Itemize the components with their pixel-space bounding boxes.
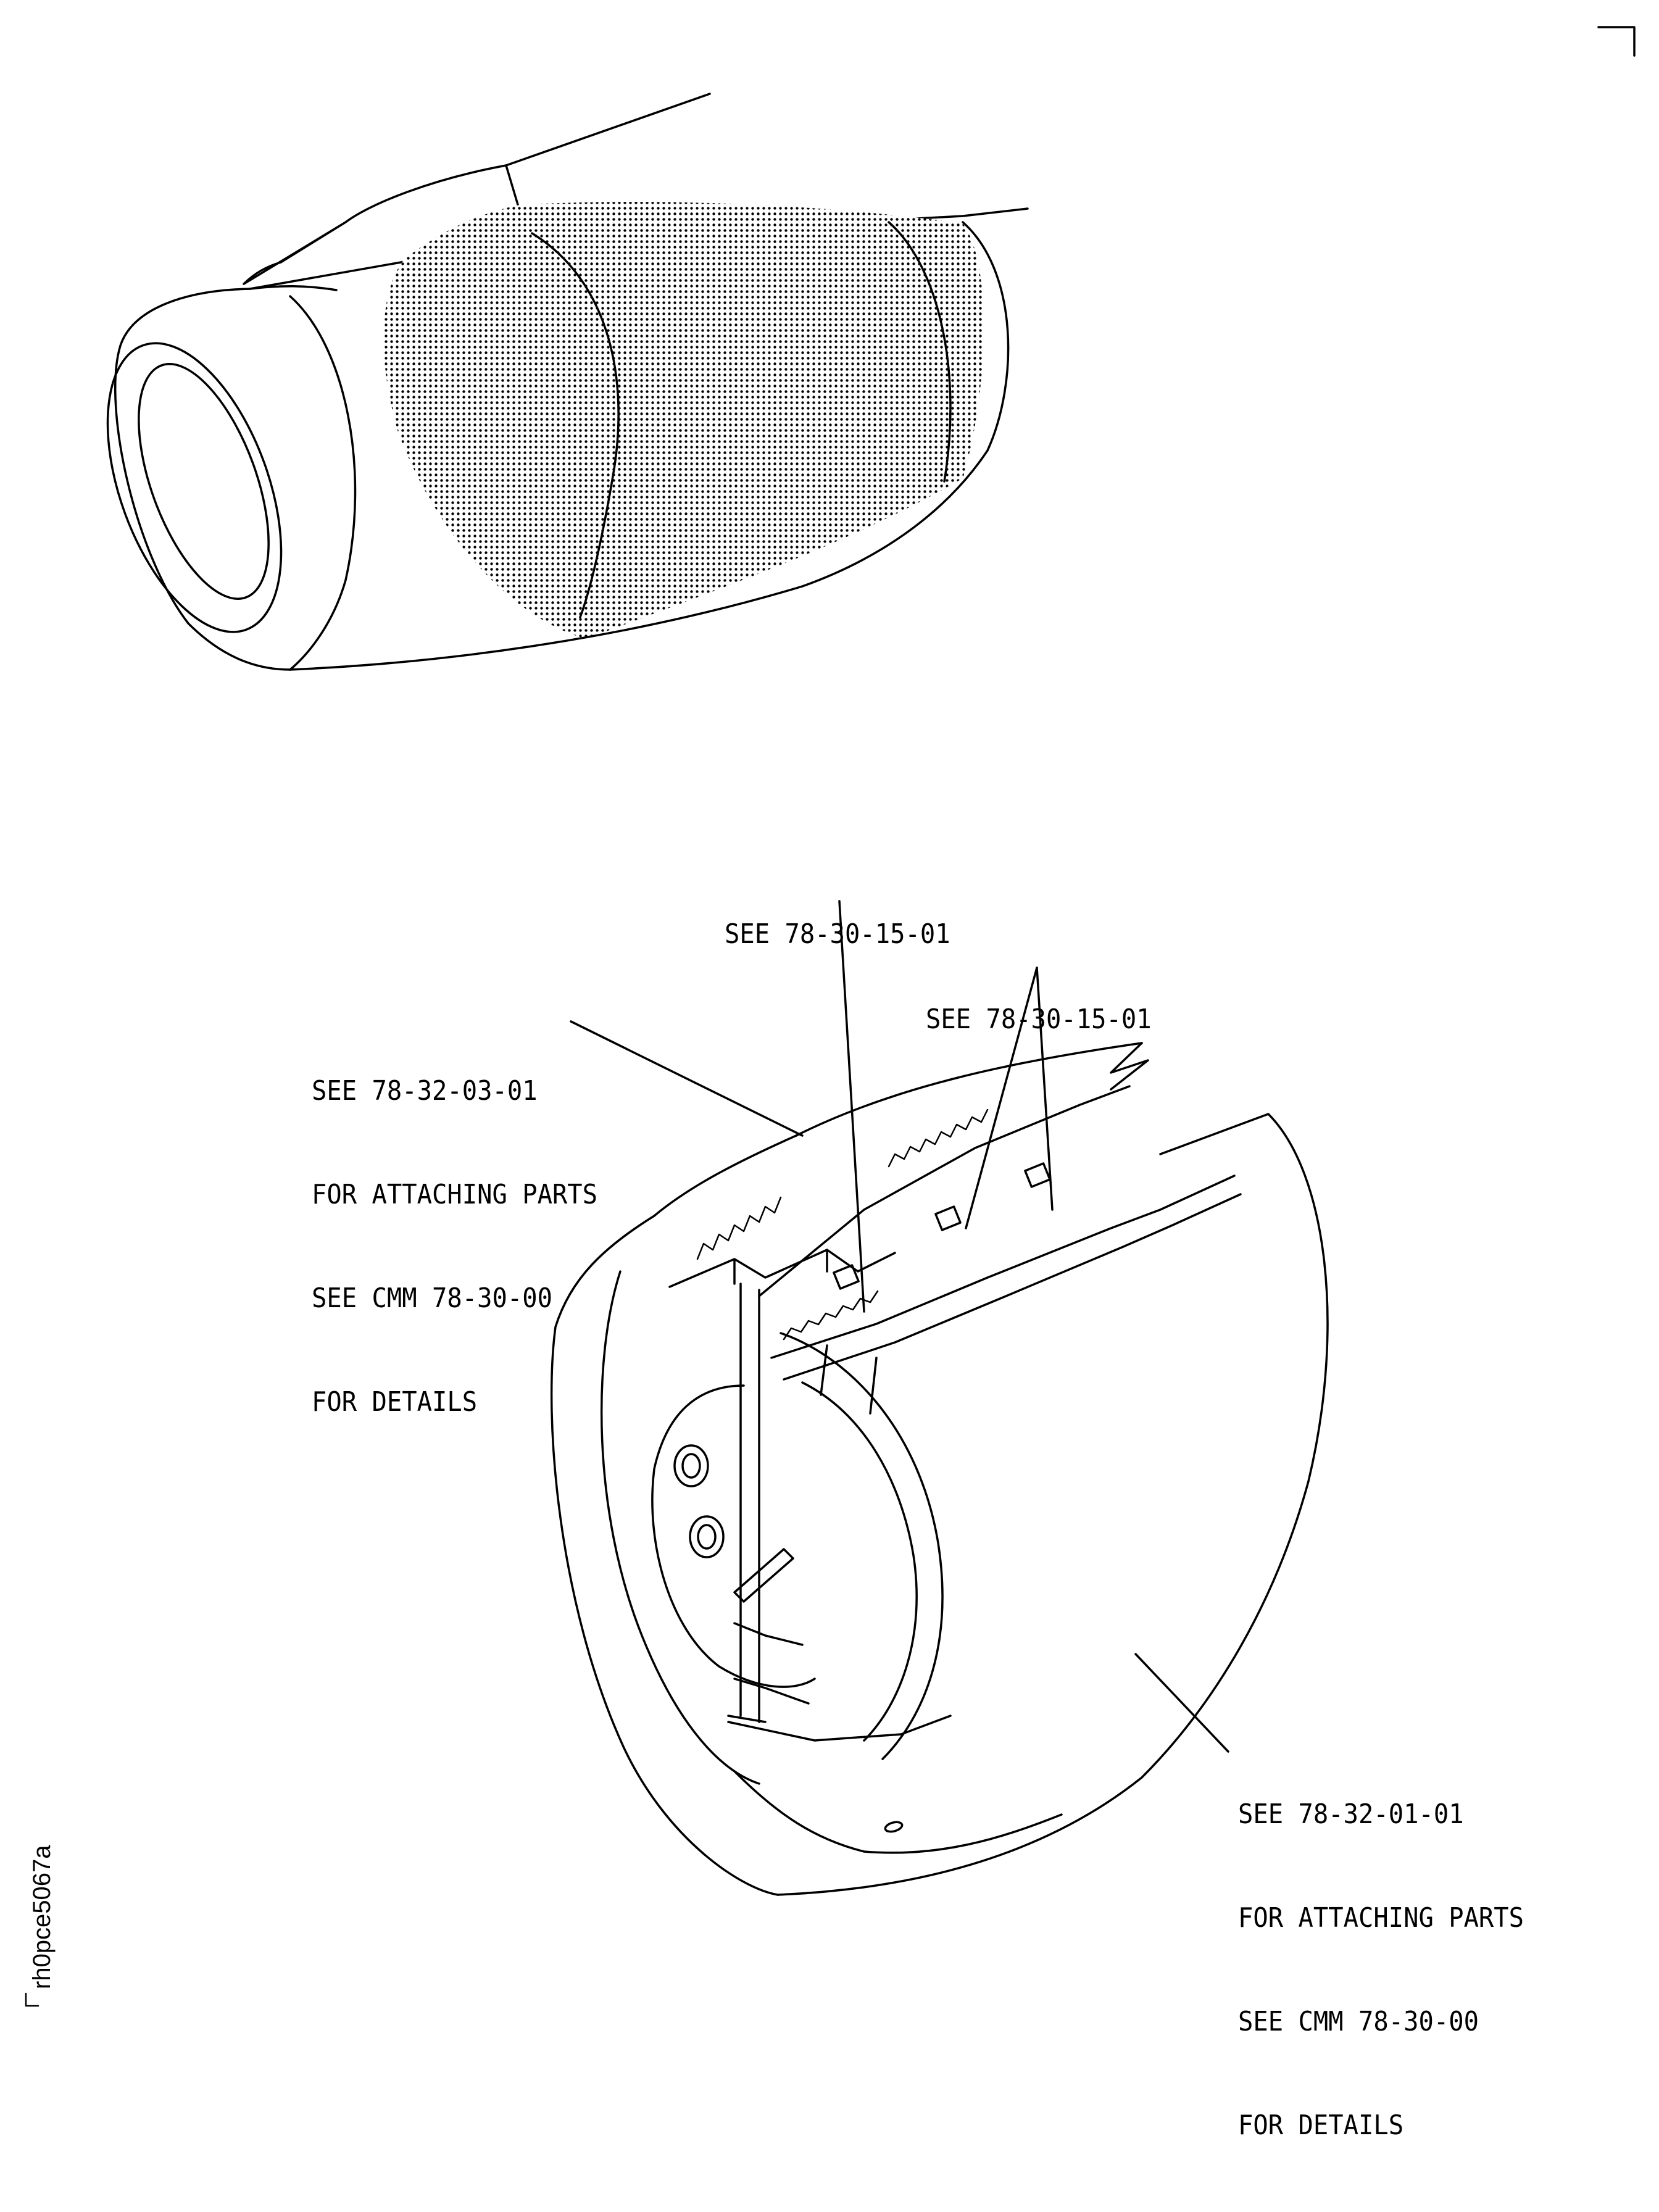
drawing-canvas bbox=[106, 26, 1636, 1896]
slot-cutout bbox=[733, 1548, 794, 1603]
access-hole-upper-inner bbox=[681, 1453, 701, 1479]
hinge-beam bbox=[770, 1175, 1242, 1381]
stiffener-teeth-lower bbox=[783, 1290, 879, 1341]
fitting-b bbox=[934, 1205, 962, 1231]
callout-top-right-line-1: SEE 78-30-15-01 bbox=[926, 1004, 1152, 1035]
callout-bottom-right-line-3: SEE CMM 78-30-00 bbox=[1238, 2006, 1479, 2037]
thrust-reverser-edge bbox=[888, 221, 952, 483]
leader-top-right-b bbox=[1036, 967, 1054, 1211]
lower-rim bbox=[733, 1770, 1063, 1854]
access-hole-lower-inner bbox=[697, 1524, 717, 1550]
illustration-stage: SEE 78-30-15-01 SEE 78-30-15-01 SEE 78-3… bbox=[25, 26, 1636, 2141]
lower-stiffener bbox=[727, 1622, 810, 1723]
right-cowl-top-edge bbox=[1159, 1113, 1270, 1155]
left-cowl-spine bbox=[1110, 1042, 1149, 1091]
drain-hole bbox=[884, 1821, 904, 1833]
callout-left-line-3: SEE CMM 78-30-00 bbox=[312, 1283, 552, 1314]
callout-top-center: SEE 78-30-15-01 bbox=[725, 848, 950, 1021]
leader-top-right-a bbox=[965, 967, 1038, 1229]
fan-cowl-shaded bbox=[383, 202, 984, 639]
lower-beam bbox=[727, 1715, 952, 1742]
callout-bottom-right-line-2: FOR ATTACHING PARTS bbox=[1238, 1902, 1524, 1934]
fitting-a bbox=[833, 1264, 860, 1290]
callout-bottom-right: SEE 78-32-01-01 FOR ATTACHING PARTS SEE … bbox=[1238, 1728, 1524, 2212]
leader-left bbox=[570, 1020, 804, 1137]
pylon-fairing bbox=[243, 164, 507, 285]
callout-left: SEE 78-32-03-01 FOR ATTACHING PARTS SEE … bbox=[312, 1005, 597, 1489]
callout-top-right: SEE 78-30-15-01 bbox=[926, 933, 1152, 1106]
figure-id: rh0pce5067a bbox=[28, 1845, 56, 1989]
callout-left-line-4: FOR DETAILS bbox=[312, 1386, 478, 1418]
stiffener-teeth-upper bbox=[696, 1108, 989, 1260]
callout-top-center-line-1: SEE 78-30-15-01 bbox=[725, 918, 950, 950]
right-cowl-rib bbox=[820, 1344, 878, 1415]
inlet-cowl-aft-edge bbox=[289, 295, 357, 671]
inlet-outer-ring bbox=[106, 342, 283, 633]
interior-frame-web bbox=[739, 1283, 760, 1723]
callout-bottom-right-line-4: FOR DETAILS bbox=[1238, 2110, 1404, 2141]
left-cowl-top-edge bbox=[795, 1042, 1143, 1137]
access-hole-lower-outer bbox=[689, 1515, 725, 1558]
page-corner-mark bbox=[1597, 26, 1636, 57]
callout-left-line-2: FOR ATTACHING PARTS bbox=[312, 1179, 598, 1210]
access-hole-upper-outer bbox=[673, 1444, 709, 1487]
nacelle-overview bbox=[106, 93, 1029, 671]
callout-bottom-right-line-1: SEE 78-32-01-01 bbox=[1238, 1798, 1464, 1830]
cowl-detail bbox=[550, 1042, 1329, 1896]
callout-left-line-1: SEE 78-32-03-01 bbox=[312, 1075, 538, 1107]
pylon-upper-line bbox=[505, 93, 711, 167]
frame-web bbox=[668, 1249, 896, 1288]
fan-cowl-split-line bbox=[531, 232, 620, 618]
right-cowl-inner-frame-2 bbox=[801, 1381, 918, 1742]
hinge-beam-upper bbox=[758, 1085, 1131, 1297]
fitting-c bbox=[1024, 1162, 1051, 1188]
leader-bottom-right bbox=[1134, 1653, 1229, 1753]
right-cowl-inner-frame bbox=[780, 1332, 944, 1760]
left-cowl-inner-ring bbox=[600, 1270, 760, 1785]
inlet-lip-upper bbox=[249, 285, 338, 291]
left-cowl-shell bbox=[550, 1134, 797, 1896]
interior-cavity bbox=[651, 1384, 816, 1688]
inlet-inner-ring bbox=[138, 363, 270, 600]
right-cowl-shell bbox=[776, 1113, 1329, 1896]
leader-top-center bbox=[838, 900, 865, 1313]
